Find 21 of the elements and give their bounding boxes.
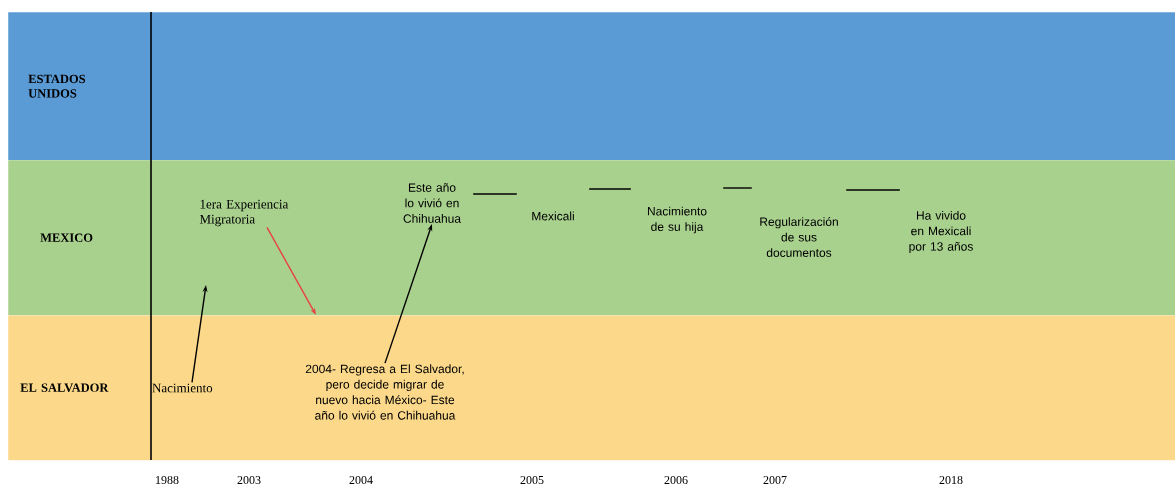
- year-label: 2004: [349, 475, 373, 485]
- year-label: 2005: [520, 475, 544, 485]
- year-label: 1988: [156, 475, 179, 485]
- year-label: 2007: [763, 475, 787, 485]
- year-label: 2006: [664, 475, 688, 485]
- dash-line: [722, 187, 753, 189]
- dash-line: [845, 189, 901, 191]
- swimlane-band: ESTADOS UNIDOS: [8, 12, 1175, 161]
- event-text: 2004- Regresa a El Salvador, pero decide migrar de nuevo hacia México- Este año lo vivió en Chihuahua: [305, 364, 464, 420]
- event-text: Regularización de sus documentos: [760, 217, 838, 257]
- event-text: Nacimiento de su hija: [648, 206, 707, 234]
- event-text: Nacimiento: [152, 383, 213, 393]
- event-text: Este año lo vivió en Chihuahua: [403, 183, 461, 223]
- dash-line: [588, 188, 632, 190]
- event-text: 1era Experiencia Migratoria: [199, 199, 289, 227]
- year-label: 2003: [237, 475, 261, 485]
- event-text: Mexicali: [532, 211, 574, 221]
- event-text: Ha vivido en Mexicali por 13 años: [909, 210, 973, 254]
- dash-line: [472, 193, 518, 195]
- year-label: 2018: [939, 475, 963, 485]
- arrow: [266, 226, 316, 315]
